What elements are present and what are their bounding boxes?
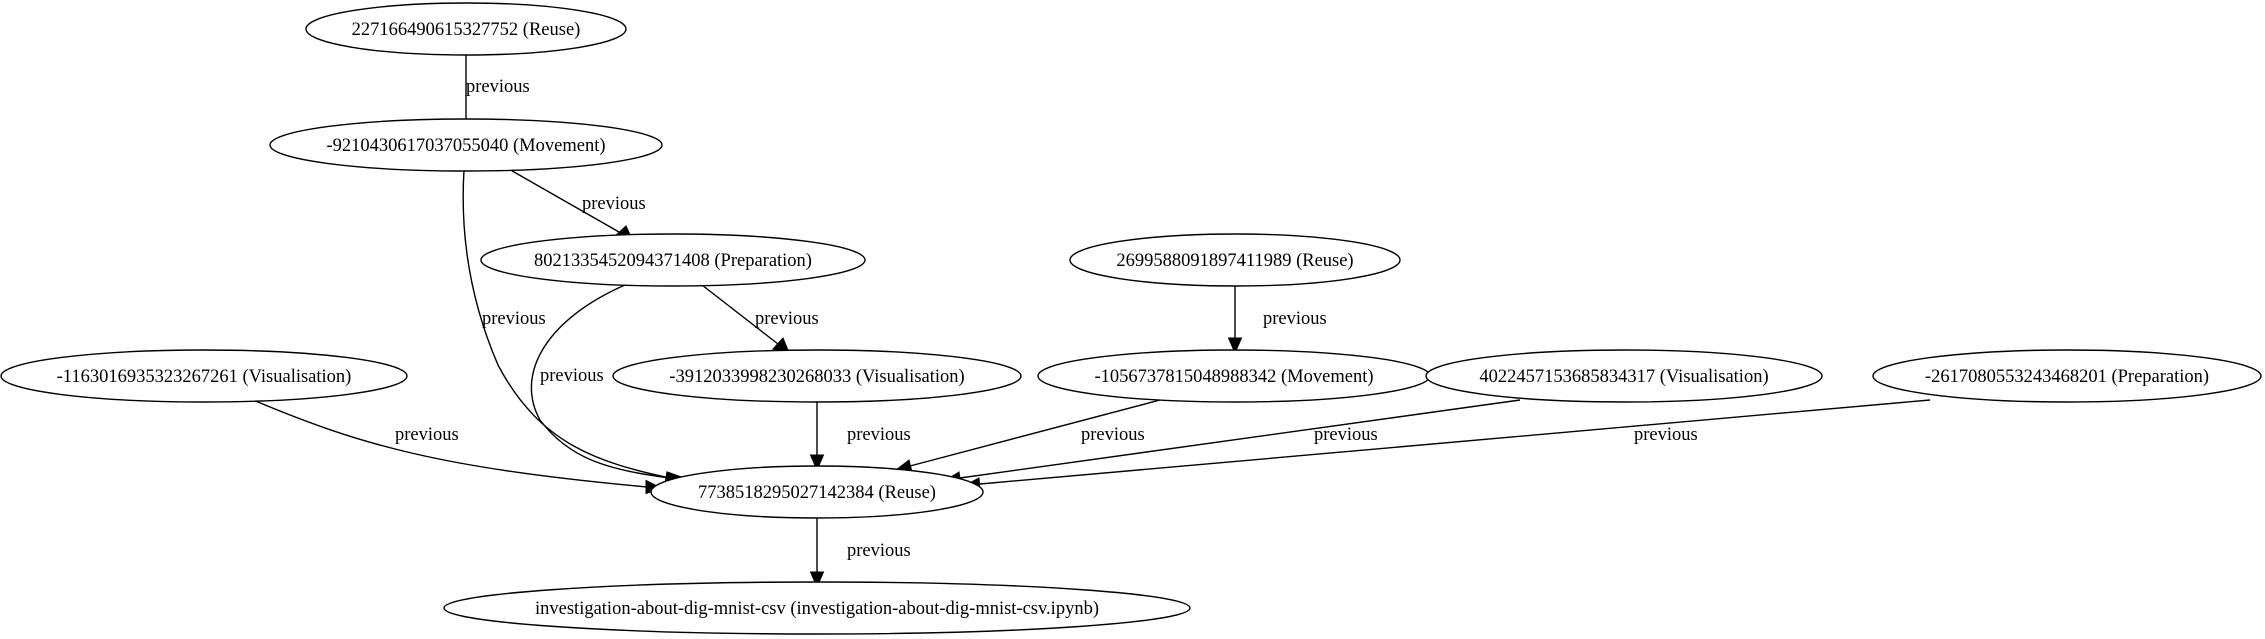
- graph-node[interactable]: -2617080553243468201 (Preparation): [1872, 349, 2262, 403]
- node-label: -9210430617037055040 (Movement): [326, 136, 605, 156]
- edge-label: previous: [847, 425, 911, 445]
- edge-previous: previous: [462, 169, 686, 485]
- arrowhead: [1227, 337, 1243, 355]
- edge-previous: previous: [894, 399, 1161, 473]
- edge-label: previous: [1634, 425, 1698, 445]
- edges: previous previous previous previous prev…: [252, 55, 1931, 589]
- graph-node[interactable]: 227166490615327752 (Reuse): [305, 2, 627, 56]
- edge-previous: previous: [506, 167, 646, 242]
- edge-label: previous: [540, 366, 604, 386]
- edge-previous: previous: [809, 518, 911, 589]
- graph-node[interactable]: -1163016935323267261 (Visualisation): [0, 349, 408, 403]
- edge-label: previous: [1263, 309, 1327, 329]
- graph-node[interactable]: -3912033998230268033 (Visualisation): [612, 349, 1022, 403]
- node-label: -1056737815048988342 (Movement): [1094, 367, 1373, 387]
- arrowhead: [809, 571, 825, 589]
- edge-previous: previous: [701, 284, 819, 356]
- edge-label: previous: [482, 309, 546, 329]
- edge-label: previous: [847, 541, 911, 561]
- node-label: 8021335452094371408 (Preparation): [534, 251, 812, 271]
- graph-node[interactable]: -1056737815048988342 (Movement): [1037, 349, 1431, 403]
- edge-previous: previous: [252, 399, 663, 495]
- graph-node[interactable]: 2699588091897411989 (Reuse): [1069, 233, 1401, 287]
- node-label: -3912033998230268033 (Visualisation): [669, 367, 964, 387]
- edge-label: previous: [582, 194, 646, 214]
- edge-label: previous: [1314, 425, 1378, 445]
- edge-label: previous: [1081, 425, 1145, 445]
- graph-node[interactable]: -9210430617037055040 (Movement): [269, 118, 663, 172]
- node-label: -2617080553243468201 (Preparation): [1925, 367, 2209, 387]
- node-label: 4022457153685834317 (Visualisation): [1479, 367, 1768, 387]
- graph-node[interactable]: 7738518295027142384 (Reuse): [650, 465, 984, 519]
- edge-previous: previous: [944, 399, 1521, 485]
- node-label: 2699588091897411989 (Reuse): [1116, 251, 1353, 271]
- edge-label: previous: [395, 425, 459, 445]
- edge-label: previous: [466, 77, 530, 97]
- node-label: -1163016935323267261 (Visualisation): [57, 367, 352, 387]
- graph-node[interactable]: investigation-about-dig-mnist-csv (inves…: [443, 581, 1191, 635]
- graph-node[interactable]: 4022457153685834317 (Visualisation): [1425, 349, 1823, 403]
- edge-previous: previous: [809, 401, 911, 472]
- node-label: 7738518295027142384 (Reuse): [698, 483, 936, 503]
- edge-previous: previous: [1227, 285, 1327, 355]
- edge-label: previous: [755, 309, 819, 329]
- node-label: investigation-about-dig-mnist-csv (inves…: [535, 599, 1099, 619]
- arrowhead: [809, 454, 825, 472]
- graph-node[interactable]: 8021335452094371408 (Preparation): [480, 233, 866, 287]
- node-label: 227166490615327752 (Reuse): [352, 20, 581, 40]
